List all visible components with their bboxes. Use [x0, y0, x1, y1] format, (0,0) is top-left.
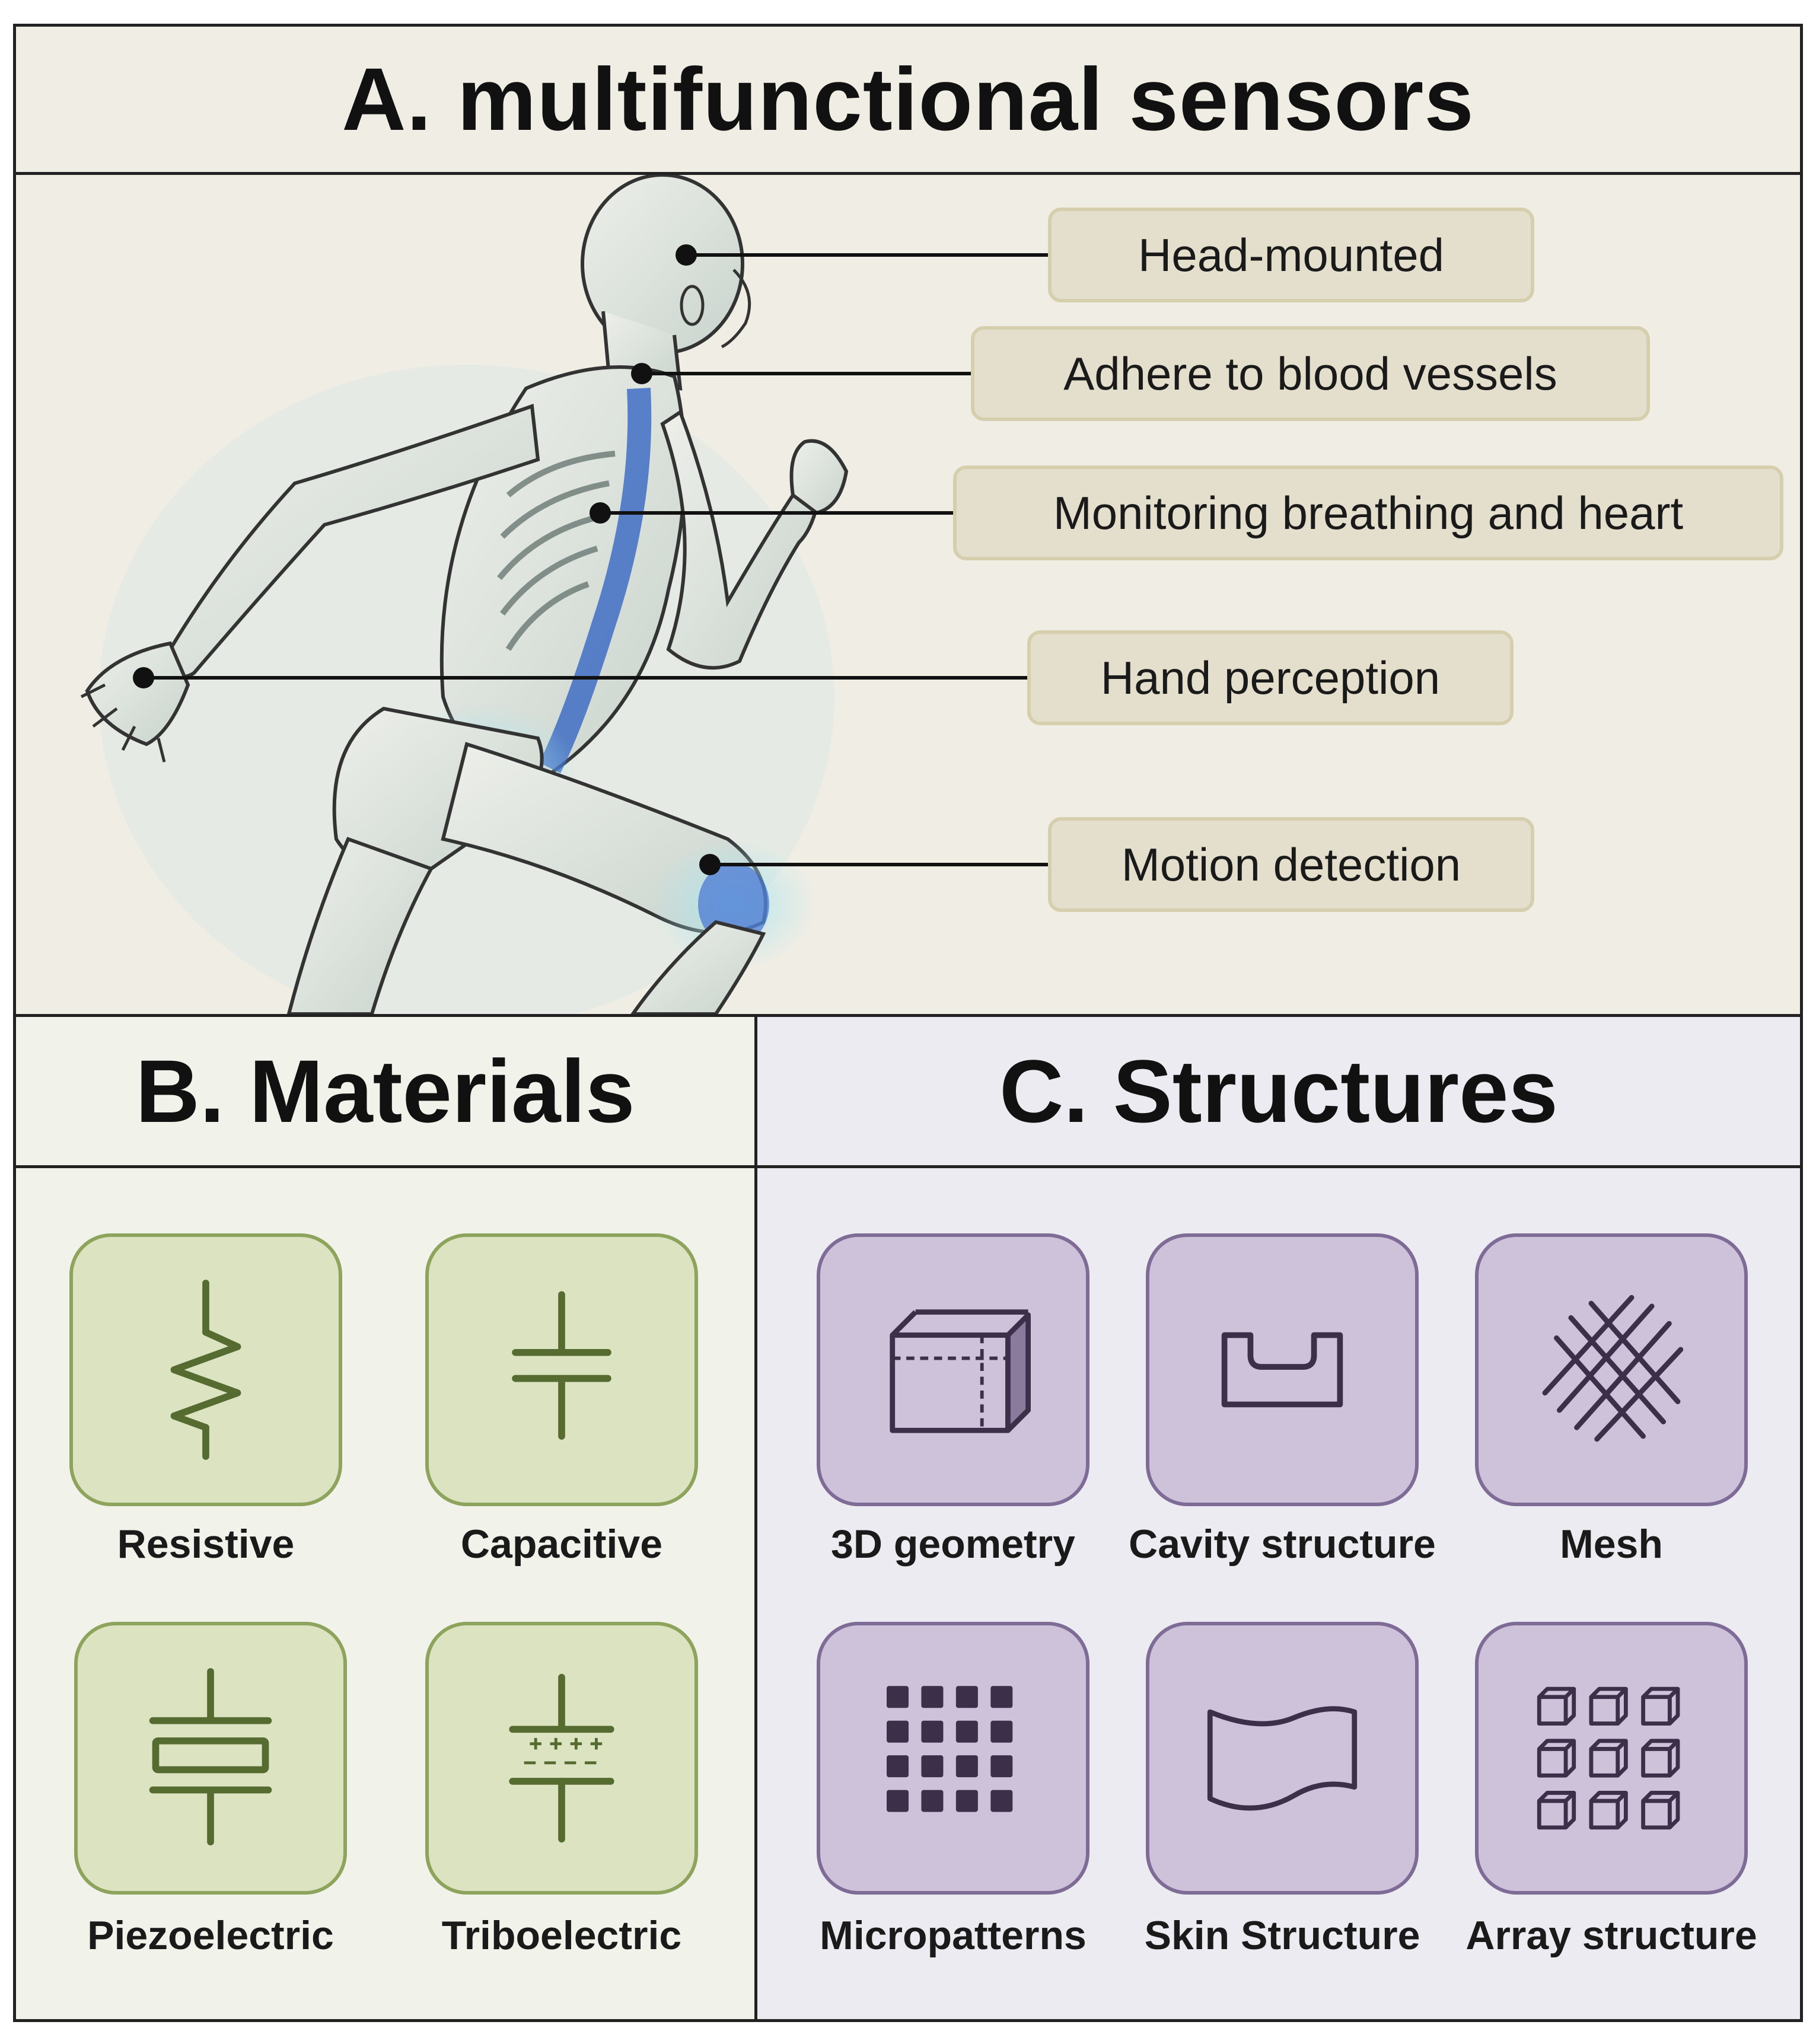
callout-hand-perception: Hand perception [1027, 630, 1514, 725]
tile-cavity-structure [1146, 1233, 1419, 1506]
micropattern-square [921, 1686, 944, 1708]
tile-3d-geometry [817, 1233, 1089, 1506]
sensor-dot-hand [133, 667, 154, 688]
tile-skin-structure [1146, 1622, 1419, 1895]
panel-c-header: C. Structures [757, 1017, 1800, 1168]
sensor-dot-breathing [590, 502, 611, 524]
mesh-icon [1542, 1294, 1684, 1442]
array-cube [1537, 1686, 1576, 1726]
micropattern-square [921, 1755, 944, 1778]
sensor-dot-motion [699, 854, 721, 875]
micropattern-square [887, 1686, 909, 1708]
cube-icon [890, 1309, 1031, 1433]
array-cube [1537, 1739, 1576, 1778]
array-cube [1641, 1686, 1680, 1726]
sensor-dot-head [676, 244, 697, 266]
micropattern-square [990, 1790, 1013, 1812]
callout-motion-detection: Motion detection [1048, 817, 1534, 912]
sensor-dot-vessels [631, 363, 652, 384]
micropattern-square [887, 1720, 909, 1743]
array-cube [1641, 1791, 1680, 1830]
skin-sheet-icon [1207, 1706, 1358, 1811]
callout-blood-vessels: Adhere to blood vessels [971, 326, 1650, 421]
label-3d-geometry: 3D geometry [831, 1522, 1075, 1567]
label-cavity-structure: Cavity structure [1129, 1522, 1436, 1567]
back-hand-shape [85, 641, 190, 747]
front-arm-shape [660, 409, 819, 670]
triboelectric-icon [509, 1673, 614, 1843]
array-cube [1589, 1739, 1628, 1778]
tile-array-structure [1475, 1622, 1748, 1895]
callout-label: Adhere to blood vessels [1063, 347, 1557, 400]
callout-label: Hand perception [1100, 651, 1441, 704]
panel-b-header: B. Materials [16, 1017, 754, 1168]
cube-array-icon [1537, 1686, 1680, 1830]
figure-frame: A. multifunctional sensors [13, 24, 1803, 2022]
spine-shape [539, 387, 652, 773]
label-piezoelectric: Piezoelectric [87, 1913, 334, 1958]
micropattern-square [990, 1686, 1013, 1708]
array-cube [1537, 1791, 1576, 1830]
micropattern-square [990, 1720, 1013, 1743]
cavity-icon [1221, 1332, 1343, 1408]
callout-label: Monitoring breathing and heart [1053, 486, 1684, 539]
array-cube [1589, 1686, 1628, 1726]
micropattern-square [955, 1686, 978, 1708]
callout-head-mounted: Head-mounted [1048, 208, 1534, 302]
array-cube [1589, 1791, 1628, 1830]
label-micropatterns: Micropatterns [820, 1913, 1087, 1958]
piezoelectric-icon [149, 1668, 272, 1846]
micropattern-square [887, 1755, 909, 1778]
micropattern-square [921, 1790, 944, 1812]
running-body-illustration [80, 175, 1048, 1014]
tile-triboelectric [425, 1622, 698, 1895]
micropattern-grid-icon [887, 1686, 1013, 1812]
micropattern-square [887, 1790, 909, 1812]
panel-a-body: Head-mounted Adhere to blood vessels Mon… [16, 175, 1800, 1017]
tile-piezoelectric [74, 1622, 347, 1895]
tile-micropatterns [817, 1622, 1089, 1895]
label-capacitive: Capacitive [460, 1522, 663, 1567]
panel-a-title: A. multifunctional sensors [342, 49, 1474, 149]
label-resistive: Resistive [117, 1522, 295, 1567]
micropattern-square [955, 1790, 978, 1812]
callout-label: Head-mounted [1138, 228, 1444, 281]
panel-a-header: A. multifunctional sensors [16, 27, 1800, 175]
panel-c-structures: C. Structures 3D geometry [757, 1017, 1800, 2019]
panel-b-title: B. Materials [135, 1041, 635, 1141]
micropattern-square [990, 1755, 1013, 1778]
micropattern-square [955, 1720, 978, 1743]
micropattern-square [955, 1755, 978, 1778]
front-hand-shape [789, 439, 849, 515]
tile-mesh [1475, 1233, 1748, 1506]
micropattern-square [921, 1720, 944, 1743]
tile-capacitive [425, 1233, 698, 1506]
capacitor-icon [512, 1291, 611, 1440]
resistor-icon [170, 1280, 241, 1460]
panel-b-materials: B. Materials Resistive [16, 1017, 757, 2019]
label-triboelectric: Triboelectric [441, 1913, 682, 1958]
callout-label: Motion detection [1121, 838, 1461, 891]
tile-resistive [69, 1233, 342, 1506]
label-array-structure: Array structure [1465, 1913, 1757, 1958]
label-mesh: Mesh [1560, 1522, 1663, 1567]
label-skin-structure: Skin Structure [1144, 1913, 1420, 1958]
array-cube [1641, 1739, 1680, 1778]
callout-breathing-heart: Monitoring breathing and heart [953, 465, 1783, 560]
panel-c-title: C. Structures [999, 1041, 1558, 1141]
